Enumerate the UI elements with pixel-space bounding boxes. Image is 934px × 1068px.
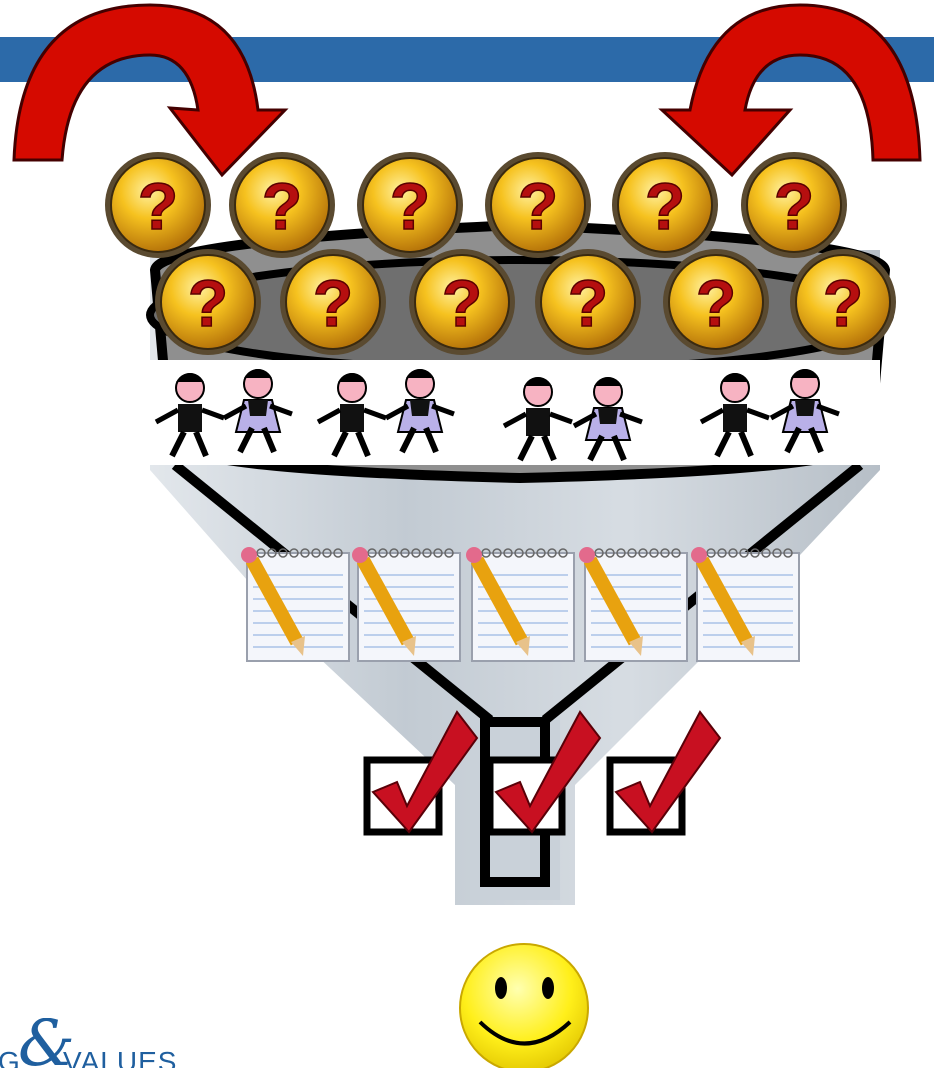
question-coin-icon: ? — [229, 152, 335, 258]
logo-text-end: VALUES — [63, 1046, 177, 1068]
pencil-notepad-icon — [691, 547, 799, 661]
pencil-notepad-icon — [241, 547, 349, 661]
svg-text:?: ? — [568, 266, 608, 340]
svg-text:?: ? — [442, 266, 482, 340]
pencil-notepad-icon — [352, 547, 460, 661]
svg-text:?: ? — [518, 169, 558, 243]
question-coin-icon: ? — [663, 249, 769, 355]
question-coin-icon: ? — [280, 249, 386, 355]
notepads — [241, 547, 799, 661]
svg-text:?: ? — [188, 266, 228, 340]
svg-text:?: ? — [774, 169, 814, 243]
curved-arrow-right — [662, 5, 920, 175]
curved-arrow-left — [14, 5, 285, 175]
question-coin-icon: ? — [105, 152, 211, 258]
pencil-notepad-icon — [579, 547, 687, 661]
question-coin-icon: ? — [409, 249, 515, 355]
question-coin-icon: ? — [612, 152, 718, 258]
question-coin-icon: ? — [535, 249, 641, 355]
svg-text:?: ? — [823, 266, 863, 340]
question-coin-icon: ? — [741, 152, 847, 258]
pencil-notepad-icon — [466, 547, 574, 661]
question-coin-icon: ? — [485, 152, 591, 258]
svg-text:?: ? — [262, 169, 302, 243]
question-coin-icon: ? — [790, 249, 896, 355]
question-coin-icon: ? — [155, 249, 261, 355]
question-coin-icon: ? — [357, 152, 463, 258]
company-logo: G & VALUES — [0, 1018, 260, 1068]
svg-text:?: ? — [313, 266, 353, 340]
svg-text:?: ? — [696, 266, 736, 340]
smiley-face-icon — [460, 944, 588, 1068]
svg-text:?: ? — [390, 169, 430, 243]
svg-text:?: ? — [138, 169, 178, 243]
dancing-people-band — [140, 360, 880, 465]
svg-text:?: ? — [645, 169, 685, 243]
